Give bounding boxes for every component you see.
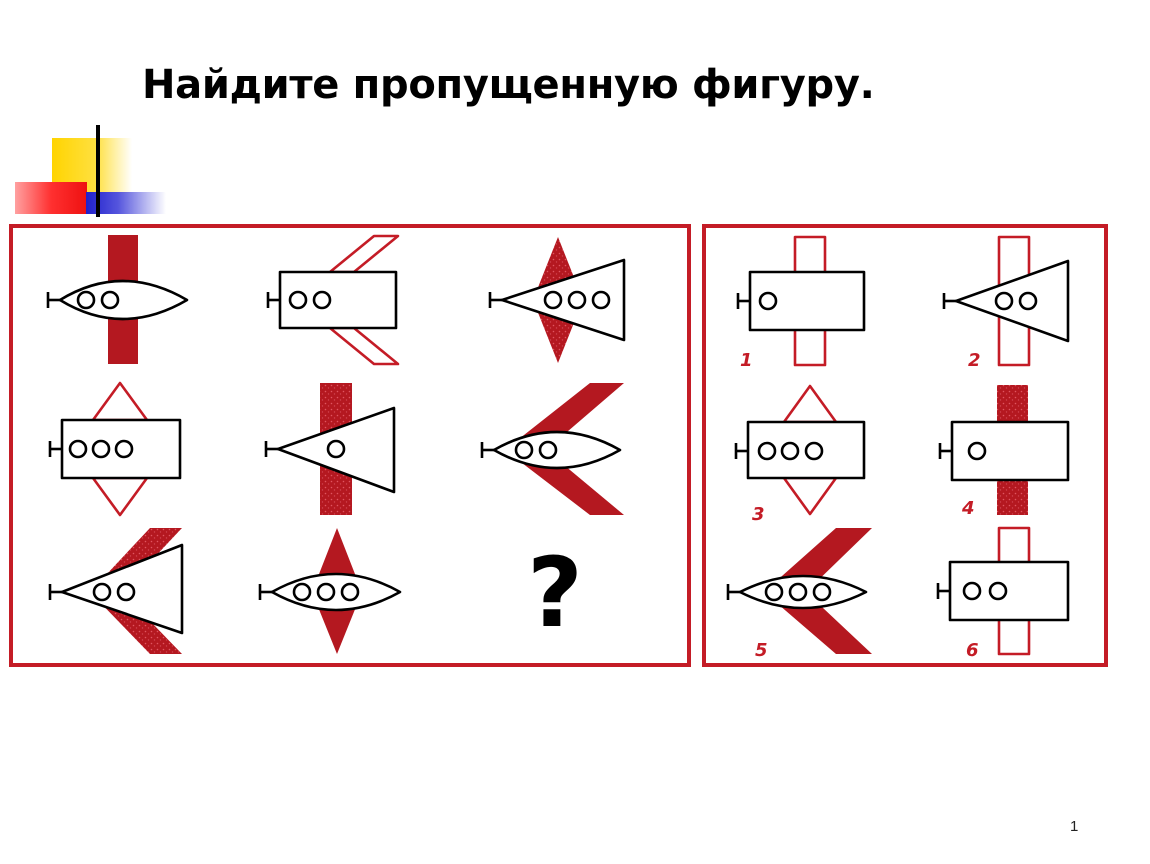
rocket-r2c3 bbox=[480, 383, 624, 515]
rocket-r1c1 bbox=[46, 235, 189, 364]
rocket-r2c2 bbox=[264, 383, 396, 515]
rocket-r2c1 bbox=[48, 381, 182, 517]
decorative-color-blocks bbox=[0, 120, 170, 220]
answer-option-6 bbox=[936, 526, 1070, 656]
rocket-r3c1 bbox=[48, 528, 184, 654]
rocket-r1c2 bbox=[266, 234, 400, 366]
blue-block bbox=[86, 192, 166, 214]
page-number: 1 bbox=[1070, 818, 1079, 835]
red-block bbox=[15, 182, 87, 214]
question-mark: ? bbox=[527, 537, 583, 649]
puzzle-frame bbox=[9, 224, 691, 667]
answer-option-4 bbox=[938, 385, 1070, 515]
answer-label-4: 4 bbox=[961, 498, 975, 519]
rocket-r1c3 bbox=[488, 237, 626, 363]
answer-label-3: 3 bbox=[752, 504, 765, 525]
answers-frame bbox=[702, 224, 1108, 667]
answer-label-6: 6 bbox=[966, 640, 979, 661]
slide-title: Найдите пропущенную фигуру. bbox=[142, 62, 875, 108]
answer-label-5: 5 bbox=[755, 640, 768, 661]
rocket-r3c2 bbox=[258, 528, 402, 654]
vertical-line bbox=[96, 125, 100, 217]
answer-label-1: 1 bbox=[740, 350, 753, 371]
answer-label-2: 2 bbox=[968, 350, 981, 371]
answer-option-5 bbox=[726, 528, 872, 654]
answer-option-2 bbox=[942, 235, 1070, 367]
answer-option-1 bbox=[736, 235, 866, 367]
answer-option-3 bbox=[734, 384, 866, 516]
